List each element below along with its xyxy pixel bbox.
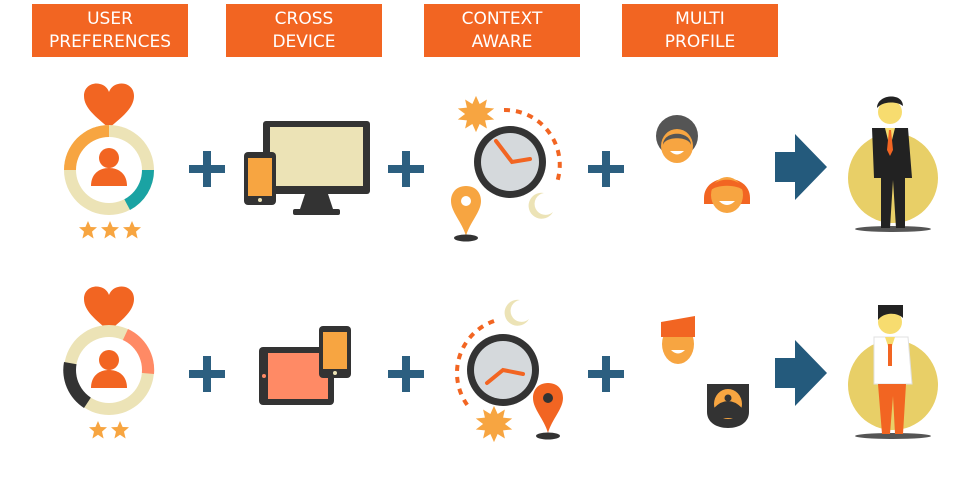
face-icon — [704, 177, 750, 213]
heart-icon — [84, 83, 134, 128]
header-line-2: AWARE — [471, 31, 533, 52]
star-icon — [101, 221, 119, 239]
sun-icon — [475, 405, 513, 443]
header-cross-device: CROSS DEVICE — [226, 4, 382, 57]
header-context-aware: CONTEXT AWARE — [424, 4, 580, 57]
header-line-2: PROFILE — [664, 31, 736, 52]
cross-device-icon-row2 — [259, 326, 351, 405]
phone-icon — [319, 326, 351, 378]
location-pin-icon — [451, 186, 481, 242]
multi-profile-icon-row1 — [656, 115, 750, 213]
arrow-right-icon — [775, 134, 827, 200]
header-line-1: CROSS — [274, 8, 334, 29]
plus-icon — [189, 151, 225, 187]
face-icon — [661, 316, 695, 364]
plus-icon — [588, 356, 624, 392]
star-icon — [111, 421, 129, 439]
context-aware-icon-row1 — [451, 95, 562, 242]
moon-icon — [504, 299, 529, 326]
user-icon — [91, 350, 127, 388]
phone-icon — [244, 152, 276, 205]
tablet-icon — [259, 347, 334, 405]
star-icon — [89, 421, 107, 439]
header-user-preferences: USER PREFERENCES — [32, 4, 188, 57]
face-icon — [656, 115, 698, 163]
header-line-1: CONTEXT — [461, 8, 543, 29]
cross-device-icon-row1 — [244, 121, 370, 215]
star-rating-2 — [89, 421, 129, 439]
user-preferences-icon-row1 — [64, 83, 155, 239]
star-icon — [123, 221, 141, 239]
location-pin-icon — [533, 383, 563, 440]
header-line-2: PREFERENCES — [49, 31, 171, 52]
arrow-right-icon — [775, 340, 827, 406]
clock-icon — [467, 334, 539, 406]
person-icon-row1 — [848, 96, 938, 232]
plus-icon — [588, 151, 624, 187]
header-line-2: DEVICE — [272, 31, 336, 52]
header-line-1: MULTI — [675, 8, 725, 29]
clock-icon — [474, 126, 546, 198]
star-icon — [79, 221, 97, 239]
multi-profile-icon-row2 — [661, 316, 749, 428]
heart-icon — [84, 286, 134, 331]
star-rating-3 — [79, 221, 141, 239]
sun-icon — [457, 95, 495, 133]
user-preferences-icon-row2 — [63, 286, 155, 439]
plus-icon — [388, 356, 424, 392]
plus-icon — [189, 356, 225, 392]
plus-icon — [388, 151, 424, 187]
user-icon — [91, 148, 127, 186]
face-icon — [707, 384, 749, 428]
moon-icon — [528, 192, 553, 219]
person-icon-row2 — [848, 305, 938, 439]
monitor-icon — [263, 121, 370, 215]
context-aware-icon-row2 — [454, 299, 563, 443]
header-multi-profile: MULTI PROFILE — [622, 4, 778, 57]
header-line-1: USER — [87, 8, 133, 29]
